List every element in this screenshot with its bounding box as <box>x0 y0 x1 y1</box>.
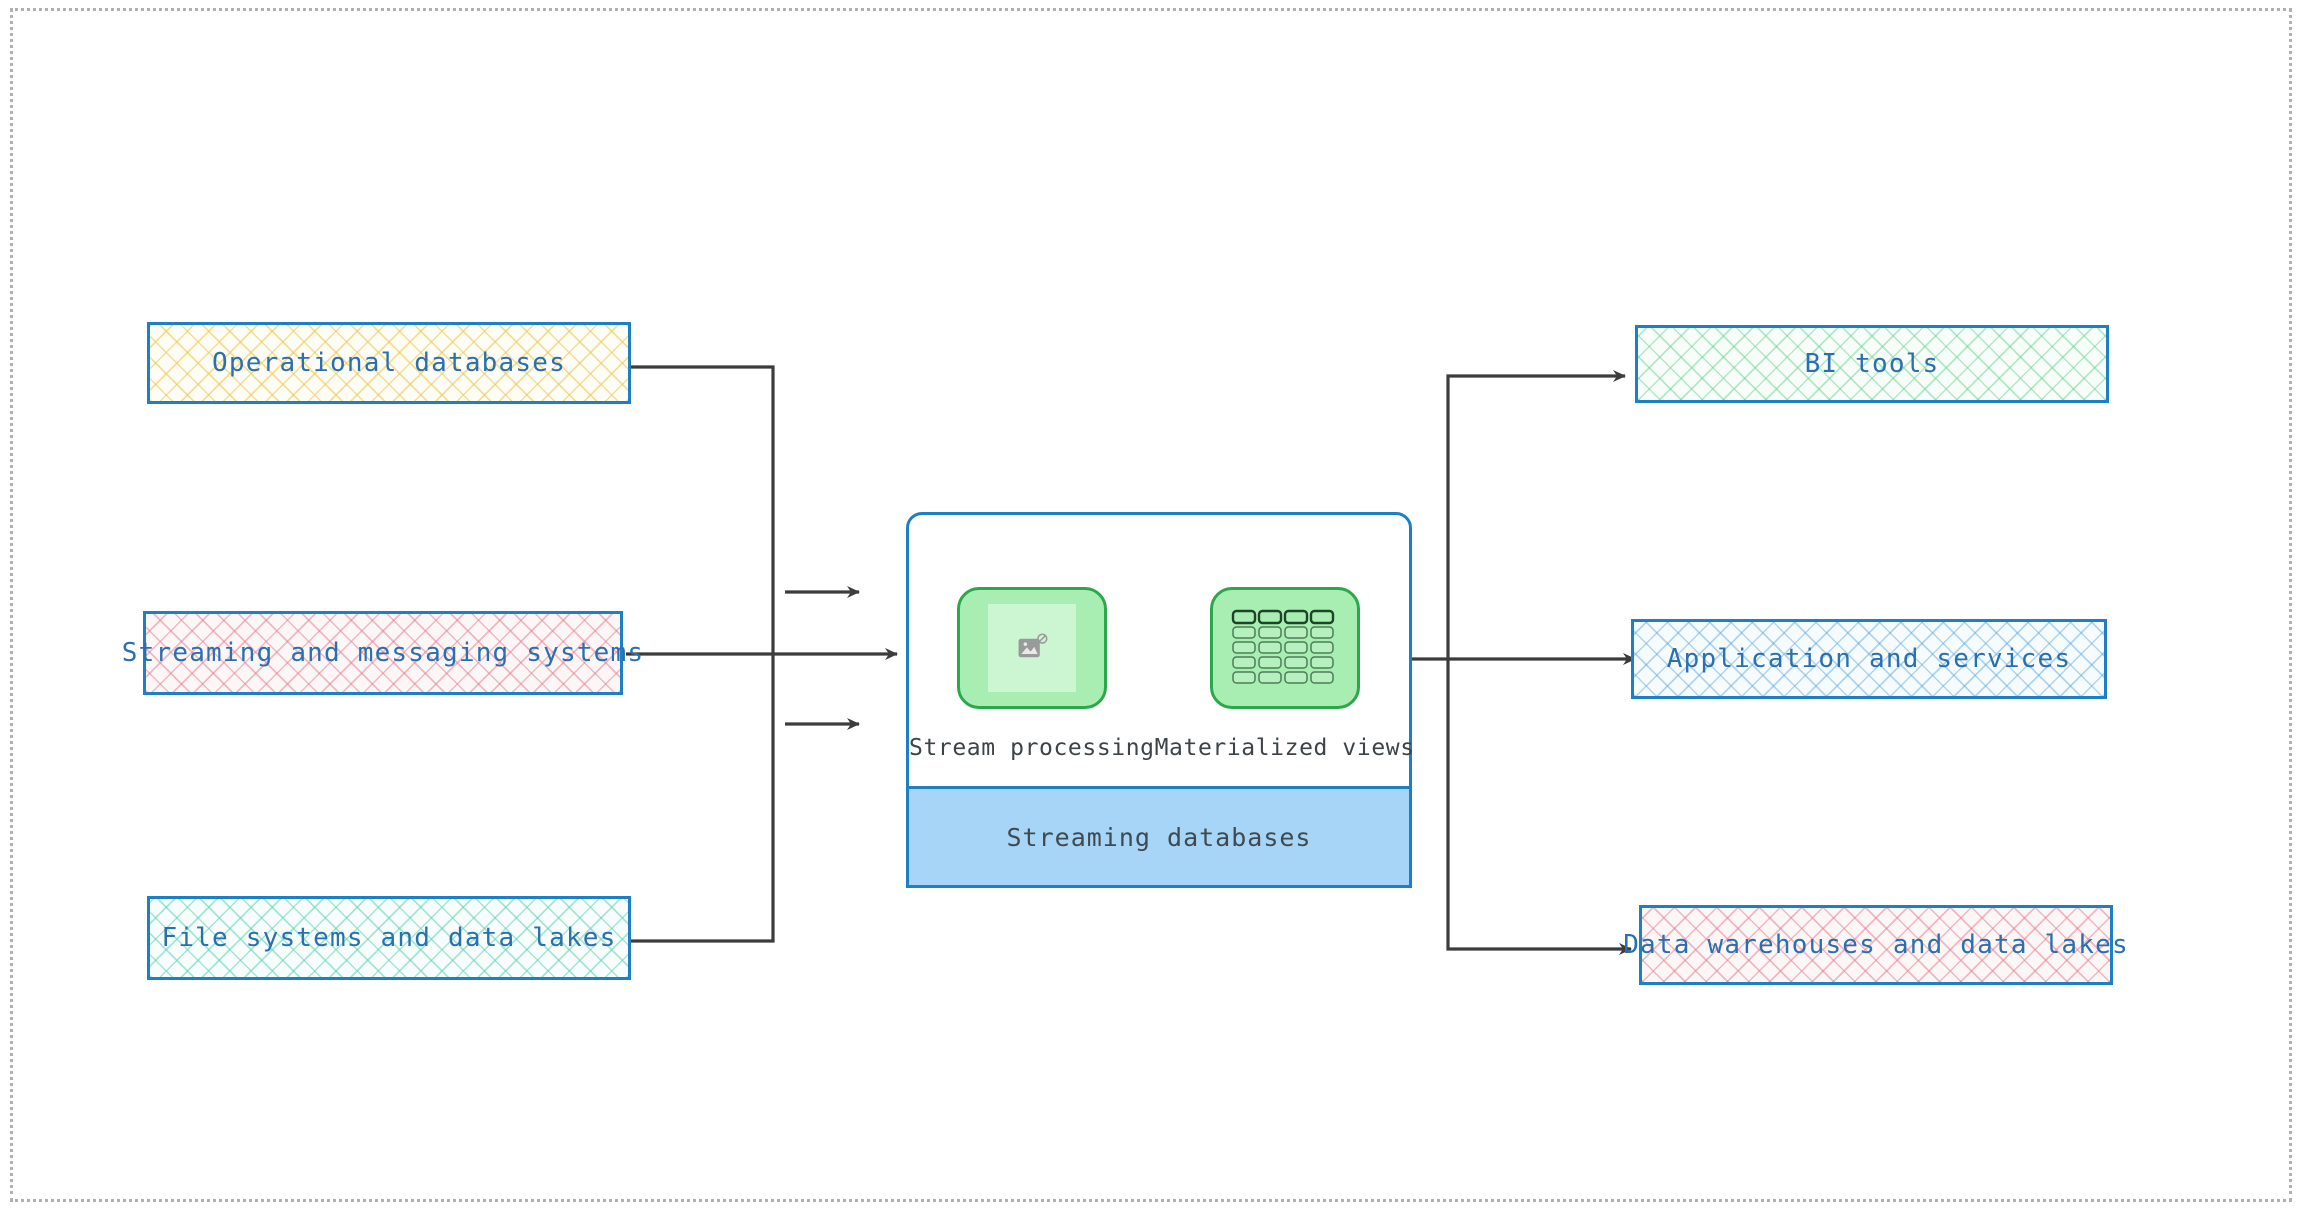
materialized-views-tile-box <box>1209 587 1360 709</box>
center-panel-body: Stream processing <box>909 515 1414 792</box>
arrow-center-to-warehouse <box>1446 659 1632 955</box>
sink-node-bi-tools[interactable]: BI tools <box>1635 325 2109 403</box>
tile-materialized-views[interactable]: Materialized views <box>1155 587 1415 761</box>
source-label-streaming-and-messaging-systems: Streaming and messaging systems <box>121 638 645 668</box>
tile-label-materialized-views: Materialized views <box>1154 735 1415 761</box>
sink-node-data-warehouses-and-data-lakes[interactable]: Data warehouses and data lakes <box>1623 905 2128 985</box>
streaming-databases-panel[interactable]: Stream processing <box>906 512 1414 888</box>
sink-label-bi-tools: BI tools <box>1804 349 1940 379</box>
source-label-file-systems-and-data-lakes: File systems and data lakes <box>161 923 617 953</box>
streaming-databases-footer: Streaming databases <box>906 786 1412 888</box>
source-node-streaming-and-messaging-systems[interactable]: Streaming and messaging systems <box>122 611 643 695</box>
table-grid-icon <box>1231 609 1334 684</box>
arrow-center-to-bi <box>1446 370 1626 659</box>
diagram-canvas: Operational databases Streaming and mess… <box>10 8 2292 1202</box>
tile-stream-processing[interactable]: Stream processing <box>909 587 1155 761</box>
source-label-operational-databases: Operational databases <box>212 348 566 378</box>
left-bus-line <box>631 365 775 943</box>
sink-label-data-warehouses-and-data-lakes: Data warehouses and data lakes <box>1623 930 2129 960</box>
broken-image-icon <box>987 604 1076 692</box>
streaming-databases-footer-label: Streaming databases <box>1006 822 1312 852</box>
source-node-file-systems-and-data-lakes[interactable]: File systems and data lakes <box>147 896 631 980</box>
sink-node-application-and-services[interactable]: Application and services <box>1631 619 2107 699</box>
sink-label-application-and-services: Application and services <box>1666 644 2072 674</box>
stream-processing-tile-box <box>956 587 1107 709</box>
tile-label-stream-processing: Stream processing <box>909 735 1155 761</box>
source-node-operational-databases[interactable]: Operational databases <box>147 322 631 404</box>
